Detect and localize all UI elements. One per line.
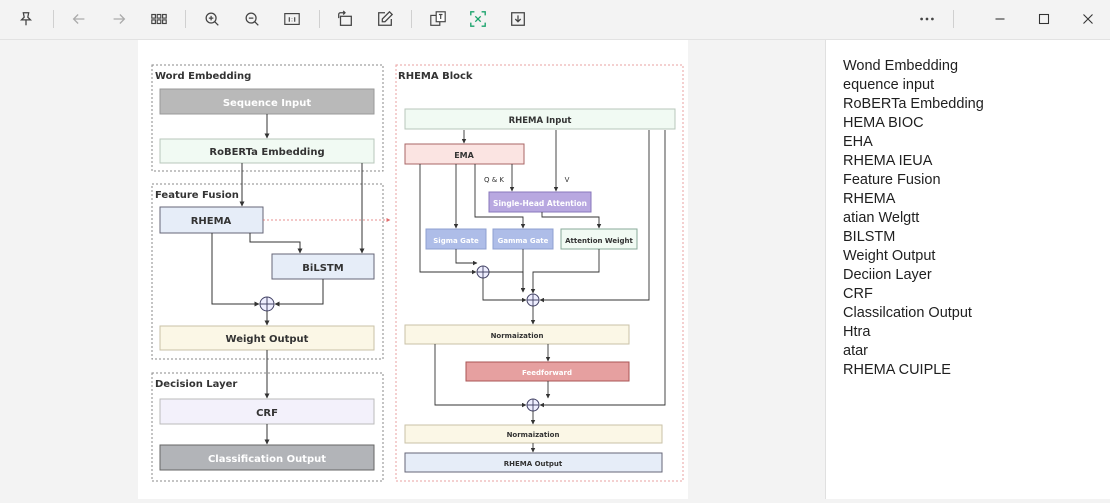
pin-icon[interactable] xyxy=(13,6,39,32)
feature-fusion-title: Feature Fusion xyxy=(155,190,239,201)
viewer-toolbar xyxy=(0,0,1110,40)
back-arrow-icon[interactable] xyxy=(66,6,92,32)
ema-node xyxy=(404,143,525,165)
sequence-input-node xyxy=(159,88,375,115)
ocr-line[interactable]: BILSTM xyxy=(843,229,896,245)
normalization-1-node xyxy=(404,324,630,345)
ocr-line[interactable]: Feature Fusion xyxy=(843,172,941,188)
edit-icon[interactable] xyxy=(372,6,398,32)
ocr-line[interactable]: Wond Embedding xyxy=(843,58,959,74)
maximize-icon[interactable] xyxy=(1031,6,1057,32)
document-viewer[interactable]: Word Embedding Feature Fusion Decision L… xyxy=(0,40,825,499)
zoom-in-icon[interactable] xyxy=(199,6,225,32)
zoom-out-icon[interactable] xyxy=(239,6,265,32)
ema-label: EMA xyxy=(454,151,474,160)
save-icon[interactable] xyxy=(505,6,531,32)
crf-label: CRF xyxy=(256,408,278,419)
ocr-line[interactable]: Weight Output xyxy=(843,248,936,264)
classification-output-label: Classification Output xyxy=(208,454,326,465)
rhema-input-label: RHEMA Input xyxy=(509,116,572,126)
ocr-line[interactable]: Htra xyxy=(843,324,871,340)
single-head-attention-label: Single-Head Attention xyxy=(493,199,587,208)
v-label: V xyxy=(565,176,570,184)
rhema-output-label: RHEMA Output xyxy=(504,460,563,468)
close-icon[interactable] xyxy=(1075,6,1101,32)
sequence-input-label: Sequence Input xyxy=(223,98,311,109)
ocr-line[interactable]: RHEMA xyxy=(843,191,896,207)
ocr-line[interactable]: atar xyxy=(843,343,868,359)
ocr-line[interactable]: CRF xyxy=(843,286,873,302)
grid-icon[interactable] xyxy=(146,6,172,32)
crf-node xyxy=(159,398,375,425)
ocr-line[interactable]: EHA xyxy=(843,134,873,150)
roberta-embedding-node xyxy=(159,138,375,164)
minimize-icon[interactable] xyxy=(987,6,1013,32)
translate-icon[interactable] xyxy=(425,6,451,32)
ocr-result-panel[interactable]: Wond Embedding equence input RoBERTa Emb… xyxy=(825,40,1110,499)
forward-arrow-icon[interactable] xyxy=(106,6,132,32)
ocr-line[interactable]: atian Welgtt xyxy=(843,210,920,226)
rhema-arrows xyxy=(419,130,666,453)
bilstm-label: BiLSTM xyxy=(302,263,343,274)
word-embedding-group xyxy=(151,64,384,172)
ocr-line[interactable]: Classilcation Output xyxy=(843,305,972,321)
decision-layer-group xyxy=(151,372,384,482)
architecture-diagram: Word Embedding Feature Fusion Decision L… xyxy=(151,64,684,482)
normalization-1-label: Normaization xyxy=(491,332,544,340)
ocr-scan-icon[interactable] xyxy=(465,6,491,32)
ocr-line[interactable]: HEMA BIOC xyxy=(843,115,924,131)
ocr-line[interactable]: RHEMA IEUA xyxy=(843,153,933,169)
diagram-page: Word Embedding Feature Fusion Decision L… xyxy=(138,40,688,499)
left-arrows xyxy=(211,114,365,445)
feedforward-node xyxy=(465,361,630,382)
ocr-line[interactable]: RoBERTa Embedding xyxy=(843,96,984,112)
qk-label: Q & K xyxy=(484,176,504,184)
classification-output-node xyxy=(159,444,375,471)
bilstm-node xyxy=(271,253,375,280)
rhema-block-group xyxy=(395,64,684,482)
rotate-icon[interactable] xyxy=(332,6,358,32)
rhema-block-title: RHEMA Block xyxy=(398,71,473,82)
sigma-gate-label: Sigma Gate xyxy=(433,237,479,245)
normalization-2-label: Normaization xyxy=(507,431,560,439)
word-embedding-title: Word Embedding xyxy=(155,71,251,82)
weight-output-node xyxy=(159,325,375,351)
rhema-label: RHEMA xyxy=(191,216,232,227)
single-head-attention-node xyxy=(488,191,592,213)
ocr-line[interactable]: Deciion Layer xyxy=(843,267,932,283)
more-icon[interactable] xyxy=(914,6,940,32)
feedforward-label: Feedforward xyxy=(522,369,572,377)
decision-layer-title: Decision Layer xyxy=(155,379,237,390)
rhema-output-node xyxy=(404,452,663,473)
attention-weight-label: Attention Weight xyxy=(565,237,633,245)
ocr-line[interactable]: RHEMA CUIPLE xyxy=(843,362,951,378)
weight-output-label: Weight Output xyxy=(226,334,309,345)
normalization-2-node xyxy=(404,424,663,444)
rhema-input-node xyxy=(404,108,676,130)
actual-size-icon[interactable] xyxy=(279,6,305,32)
ocr-line[interactable]: equence input xyxy=(843,77,935,93)
roberta-embedding-label: RoBERTa Embedding xyxy=(209,147,324,158)
ocr-text-list: Wond Embedding equence input RoBERTa Emb… xyxy=(843,57,984,380)
gamma-gate-label: Gamma Gate xyxy=(498,237,549,245)
